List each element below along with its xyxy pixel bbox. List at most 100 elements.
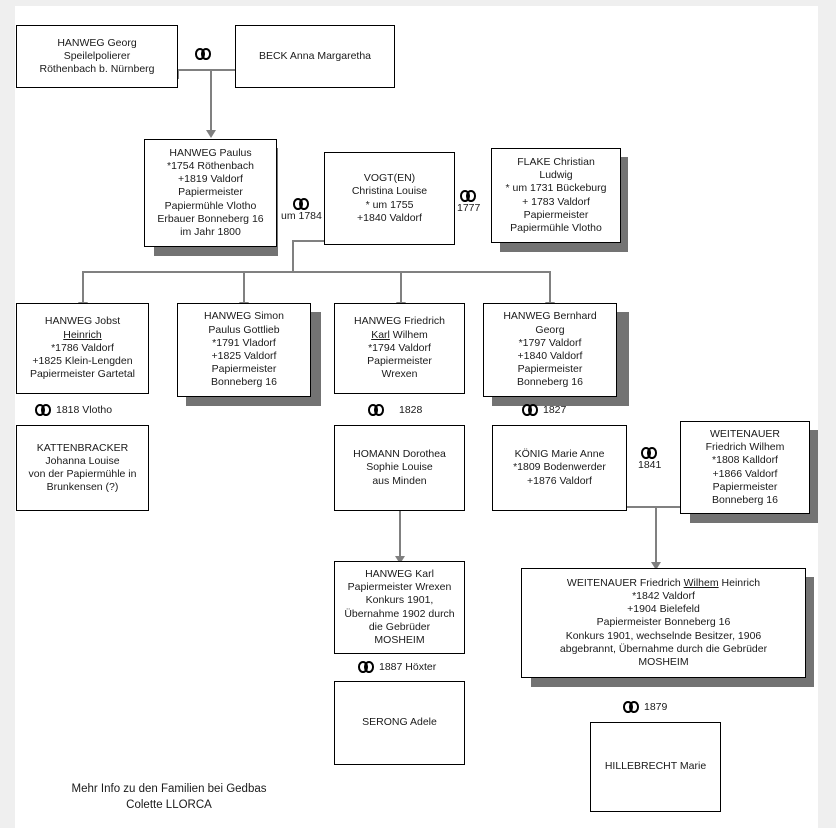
person-detail: MOSHEIM [374,633,425,646]
person-box-hanweg-karl[interactable]: HANWEG Karl Papiermeister Wrexen Konkurs… [334,561,465,654]
marriage-friedrich-homann: 1828 [368,404,422,416]
person-detail: Paulus Gottlieb [208,323,280,336]
person-box-weitenauer-wilhem[interactable]: WEITENAUER Friedrich Wilhem Heinrich *18… [521,568,806,678]
marriage-georg-beck [195,48,212,60]
marriage-rings-icon [522,404,539,416]
person-box-hanweg-simon[interactable]: HANWEG Simon Paulus Gottlieb *1791 Vlado… [177,303,311,397]
connector-line [210,69,212,131]
person-name: WEITENAUER Friedrich Wilhem Heinrich [566,576,761,589]
person-detail: Sophie Louise [366,461,433,474]
person-name: VOGT(EN) [363,172,416,185]
marriage-paulus-vogt: um 1784 [281,198,322,222]
marriage-rings-icon [195,48,212,60]
person-detail: abgebrannt, Übernahme durch die Gebrüder [559,642,768,655]
marriage-date: 1828 [399,404,423,416]
person-box-beck-anna[interactable]: BECK Anna Margaretha [235,25,395,88]
marriage-rings-icon [292,198,310,210]
person-detail: +1840 Valdorf [357,211,422,224]
person-name: KATTENBRACKER [36,441,129,454]
person-box-hanweg-jobst[interactable]: HANWEG Jobst Heinrich *1786 Valdorf +182… [16,303,149,394]
connector-line [82,271,84,303]
connector-line [243,271,245,303]
person-detail: *1754 Röthenbach [167,159,254,172]
person-name: HANWEG Simon [204,310,284,323]
person-name: HILLEBRECHT Marie [604,760,707,773]
person-detail: *1791 Vladorf [212,336,276,349]
person-name: HANWEG Georg [57,36,137,49]
person-detail: *1797 Valdorf [518,336,582,349]
person-detail: Röthenbach b. Nürnberg [39,63,155,76]
person-name: HANWEG Bernhard [503,310,597,323]
person-detail: Übernahme 1902 durch [344,607,455,620]
person-name: HANWEG Paulus [169,146,252,159]
marriage-wilhem-hillebrecht: 1879 [623,701,667,713]
person-name: HANWEG Friedrich [353,315,445,328]
connector-line [177,69,235,71]
person-detail: Friedrich Wilhem [705,441,785,454]
person-detail: Johanna Louise [45,454,120,467]
person-detail: Papiermeister [211,363,277,376]
person-box-koenig[interactable]: KÖNIG Marie Anne *1809 Bodenwerder +1876… [492,425,627,511]
person-detail: Speilelpolierer [63,49,131,62]
person-detail: +1866 Valdorf [712,467,778,480]
connector-line [400,271,402,303]
person-box-homann[interactable]: HOMANN Dorothea Sophie Louise aus Minden [334,425,465,511]
person-detail: Bonneberg 16 [712,493,778,506]
person-detail: Erbauer Bonneberg 16 [157,212,264,225]
marriage-rings-icon [358,661,375,673]
person-detail: Papiermeister [367,355,432,368]
marriage-date: um 1784 [281,210,322,222]
person-box-hillebrecht[interactable]: HILLEBRECHT Marie [590,722,721,812]
connector-line [399,511,401,557]
person-box-kattenbracker[interactable]: KATTENBRACKER Johanna Louise von der Pap… [16,425,149,511]
person-name: HOMANN Dorothea [353,448,446,461]
marriage-rings-icon [460,190,477,202]
person-detail: MOSHEIM [638,656,689,668]
marriage-rings-icon [641,447,658,459]
person-detail: von der Papiermühle in [28,468,137,480]
person-detail: Papiermeister Gartetal [29,368,136,381]
person-detail: Papiermeister [178,186,243,199]
person-detail: Konkurs 1901, [365,594,434,607]
person-box-serong[interactable]: SERONG Adele [334,681,465,765]
person-detail: +1819 Valdorf [178,173,243,186]
person-detail: Papiermeister Bonneberg 16 [596,616,731,629]
connector-line [549,271,551,303]
person-detail: Christina Louise [351,185,428,198]
connector-line [292,240,294,272]
person-detail: Papiermeister [712,480,778,493]
person-box-hanweg-paulus[interactable]: HANWEG Paulus *1754 Röthenbach +1819 Val… [144,139,277,247]
person-detail: * um 1755 [365,198,414,211]
person-detail: Bonneberg 16 [211,376,277,389]
person-name: BECK Anna Margaretha [258,49,372,62]
marriage-date: 1887 Höxter [379,661,437,673]
person-detail: +1840 Valdorf [517,350,583,362]
connector-line [655,506,657,563]
person-detail: *1808 Kalldorf [712,454,778,467]
person-detail: Papiermühle Vlotho [164,199,257,212]
person-box-vogt-christina[interactable]: VOGT(EN) Christina Louise * um 1755 +184… [324,152,455,245]
person-detail: Papiermeister [523,208,589,221]
connector-arrow [205,130,216,138]
person-detail: +1904 Bielefeld [627,603,700,616]
person-detail: Papiermeister Wrexen [347,581,452,594]
person-detail: die Gebrüder [368,620,431,633]
person-name: KÖNIG Marie Anne [514,448,605,461]
person-box-hanweg-friedrich[interactable]: HANWEG Friedrich Karl Wilhem *1794 Valdo… [334,303,465,394]
person-detail: + 1783 Valdorf [522,195,590,208]
marriage-jobst-kattenbracker: 1818 Vlotho [35,404,112,416]
marriage-rings-icon [623,701,640,713]
person-detail: aus Minden [372,474,427,487]
person-detail: *1809 Bodenwerder [513,461,606,474]
marriage-date: 1777 [457,202,481,214]
person-box-flake-christian[interactable]: FLAKE Christian Ludwig * um 1731 Bückebu… [491,148,621,243]
person-box-hanweg-bernhard[interactable]: HANWEG Bernhard Georg *1797 Valdorf +184… [483,303,617,397]
person-detail: * um 1731 Bückeburg [505,182,607,195]
person-box-hanweg-georg[interactable]: HANWEG Georg Speilelpolierer Röthenbach … [16,25,178,88]
person-box-weitenauer-friedrich[interactable]: WEITENAUER Friedrich Wilhem *1808 Kalldo… [680,421,810,514]
person-detail: im Jahr 1800 [180,226,241,238]
connector-line [627,506,680,508]
person-detail: Papiermühle Vlotho [510,221,602,234]
person-detail: Bonneberg 16 [517,376,583,389]
person-detail: Ludwig [539,169,573,182]
